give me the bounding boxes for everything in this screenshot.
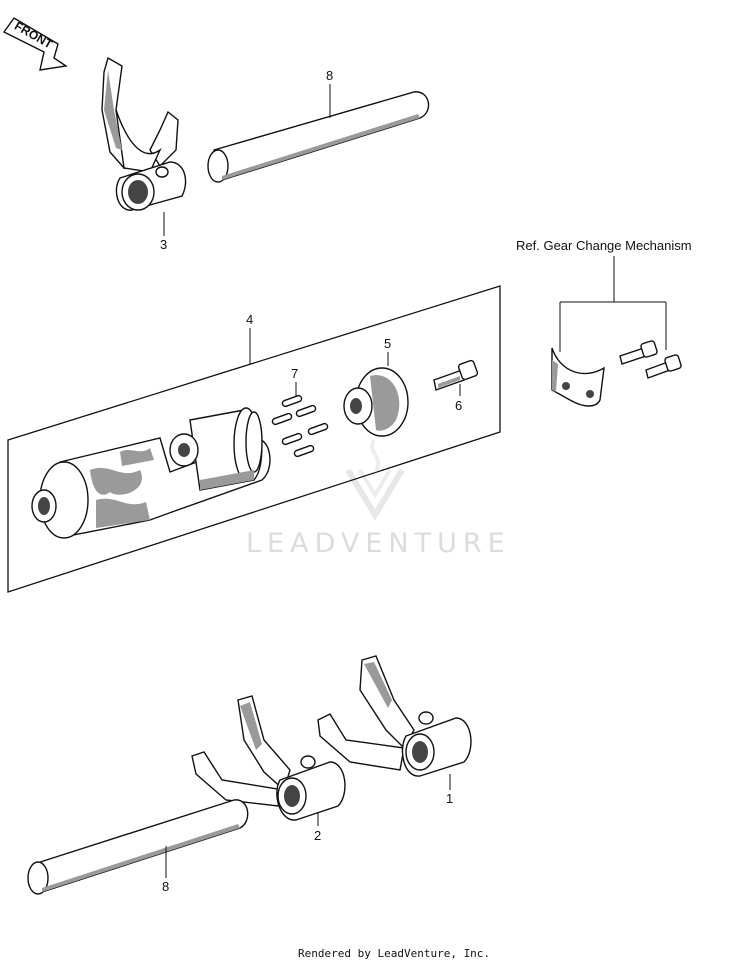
reference-bolt-b-icon (645, 354, 682, 379)
footer-credit: Rendered by LeadVenture, Inc. (298, 947, 490, 960)
shift-fork-1 (317, 655, 472, 790)
callout-3: 3 (160, 237, 167, 252)
gear-change-bracket-icon (551, 347, 605, 407)
callout-8-bottom: 8 (162, 879, 169, 894)
shift-rod-8-bottom (27, 799, 249, 895)
reference-bolt-a-icon (619, 340, 658, 365)
callout-6: 6 (455, 398, 462, 413)
shift-fork-3 (101, 56, 187, 236)
callout-1: 1 (446, 791, 453, 806)
watermark-text: LEADVENTURE (246, 528, 511, 559)
callout-5: 5 (384, 336, 391, 351)
drum-assembly-panel (7, 285, 501, 593)
callout-8-top: 8 (326, 68, 333, 83)
shift-rod-8-top (207, 84, 430, 183)
drum-bolt-6 (433, 359, 479, 391)
reference-label: Ref. Gear Change Mechanism (516, 238, 692, 253)
watermark-logo-icon (345, 438, 405, 521)
watermark: LEADVENTURE (246, 438, 511, 559)
callout-2: 2 (314, 828, 321, 843)
callout-7: 7 (291, 366, 298, 381)
reference-bracket-lines (559, 256, 667, 352)
callout-4: 4 (246, 312, 253, 327)
front-arrow-icon: FRONT (2, 17, 68, 71)
shift-fork-2 (191, 695, 346, 826)
drum-pins-7 (271, 394, 329, 458)
drum-plate-5 (343, 367, 409, 437)
shift-drum-4 (31, 407, 271, 539)
